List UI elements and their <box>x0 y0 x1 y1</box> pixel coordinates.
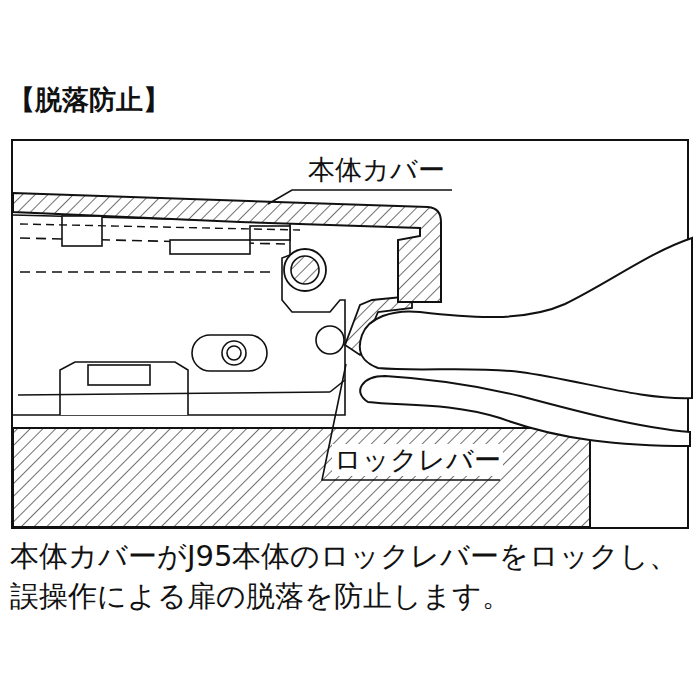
part-label: ロックレバー <box>332 444 503 476</box>
part-label: 本体カバー <box>306 154 447 186</box>
figure-title: 【脱落防止】 <box>8 84 170 116</box>
caption: 本体カバーがJ95本体のロックレバーをロックし、 誤操作による扉の脱落を防止しま… <box>10 536 694 616</box>
body-cover <box>13 193 441 302</box>
leader-line <box>268 190 452 204</box>
hinge-body <box>13 215 345 415</box>
hand <box>360 238 692 446</box>
cabinet-side <box>13 428 590 527</box>
